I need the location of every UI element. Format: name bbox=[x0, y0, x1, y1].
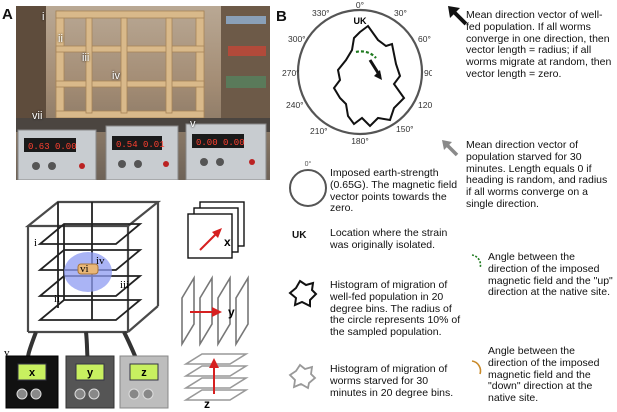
orange-angle-arc-icon bbox=[471, 360, 482, 375]
controller-z-label: z bbox=[141, 367, 147, 379]
coil-label-ii: ii bbox=[54, 293, 60, 305]
polar-angle-90: 90° bbox=[424, 68, 432, 78]
fed-histogram-icon bbox=[288, 279, 318, 308]
photo-label-ii: ii bbox=[58, 33, 63, 45]
axis-z-label: z bbox=[204, 397, 210, 411]
panel-letter-b: B bbox=[276, 8, 287, 25]
polar-angle-60: 60° bbox=[418, 34, 431, 44]
display-2: 0.54 0.01 bbox=[116, 140, 165, 150]
green-angle-arc-icon bbox=[471, 254, 482, 269]
coil-schematic: x y z i ii iii iv vi v x y z bbox=[4, 200, 249, 411]
black-arrow-icon bbox=[448, 6, 468, 26]
polar-angle-180: 180° bbox=[351, 136, 369, 146]
coil-label-vi: vi bbox=[80, 263, 89, 275]
legend-black-arrow-text: Mean direction vector of well-fed popula… bbox=[466, 9, 612, 80]
polar-angle-300: 300° bbox=[288, 34, 306, 44]
field-circle-icon: 0° bbox=[289, 160, 327, 207]
legend-fed-histogram-text: Histogram of migration of well-fed popul… bbox=[330, 279, 461, 339]
field-circle-zero: 0° bbox=[305, 160, 312, 168]
photo-label-vii: vii bbox=[32, 110, 43, 122]
display-3: 0.00 0.00 bbox=[196, 138, 245, 148]
apparatus-photo-drawing: 0.63 0.00 0.54 0.01 0.00 0.00 bbox=[16, 6, 270, 180]
axis-x-label: x bbox=[224, 235, 231, 249]
polar-plot: UK 0° 30° 60° 90° 120° 150° 180° 210° 24… bbox=[282, 0, 432, 146]
coil-label-v: v bbox=[4, 347, 10, 359]
polar-angle-120: 120° bbox=[418, 100, 432, 110]
polar-angle-240: 240° bbox=[286, 100, 304, 110]
legend-angle-up-text: Angle between the direction of the impos… bbox=[488, 251, 613, 299]
polar-angle-330: 330° bbox=[312, 8, 330, 18]
controller-y-label: y bbox=[87, 367, 94, 379]
legend-uk-text: Location where the strain was originally… bbox=[330, 227, 448, 251]
photo-label-iii: iii bbox=[82, 52, 90, 64]
coil-label-iii: iii bbox=[120, 279, 129, 291]
coil-label-iv: iv bbox=[96, 255, 105, 267]
coil-label-i: i bbox=[34, 237, 37, 249]
polar-site-label: UK bbox=[354, 16, 367, 26]
controller-x-label: x bbox=[29, 367, 36, 379]
legend-grey-arrow-text: Mean direction vector of population star… bbox=[466, 139, 608, 210]
polar-angle-30: 30° bbox=[394, 8, 407, 18]
photo-label-v: v bbox=[190, 118, 196, 130]
legend-starved-histogram-text: Histogram of migration of worms starved … bbox=[330, 363, 454, 399]
display-1: 0.63 0.00 bbox=[28, 142, 77, 152]
polar-angle-150: 150° bbox=[396, 124, 414, 134]
polar-angle-270: 270° bbox=[282, 68, 300, 78]
grey-arrow-icon bbox=[442, 140, 459, 157]
panel-letter-a: A bbox=[2, 6, 13, 23]
apparatus-photo: 0.63 0.00 0.54 0.01 0.00 0.00 i ii iii i… bbox=[16, 6, 270, 180]
legend-uk-key: UK bbox=[292, 230, 307, 241]
photo-label-i: i bbox=[42, 11, 45, 23]
legend-angle-down-text: Angle between the direction of the impos… bbox=[488, 345, 600, 405]
polar-angle-210: 210° bbox=[310, 126, 328, 136]
polar-angle-0: 0° bbox=[356, 0, 364, 10]
legend-circle-text: Imposed earth-strength (0.65G). The magn… bbox=[330, 167, 458, 215]
axis-y-label: y bbox=[228, 305, 235, 319]
starved-histogram-icon bbox=[288, 363, 317, 390]
photo-label-iv: iv bbox=[112, 70, 120, 82]
